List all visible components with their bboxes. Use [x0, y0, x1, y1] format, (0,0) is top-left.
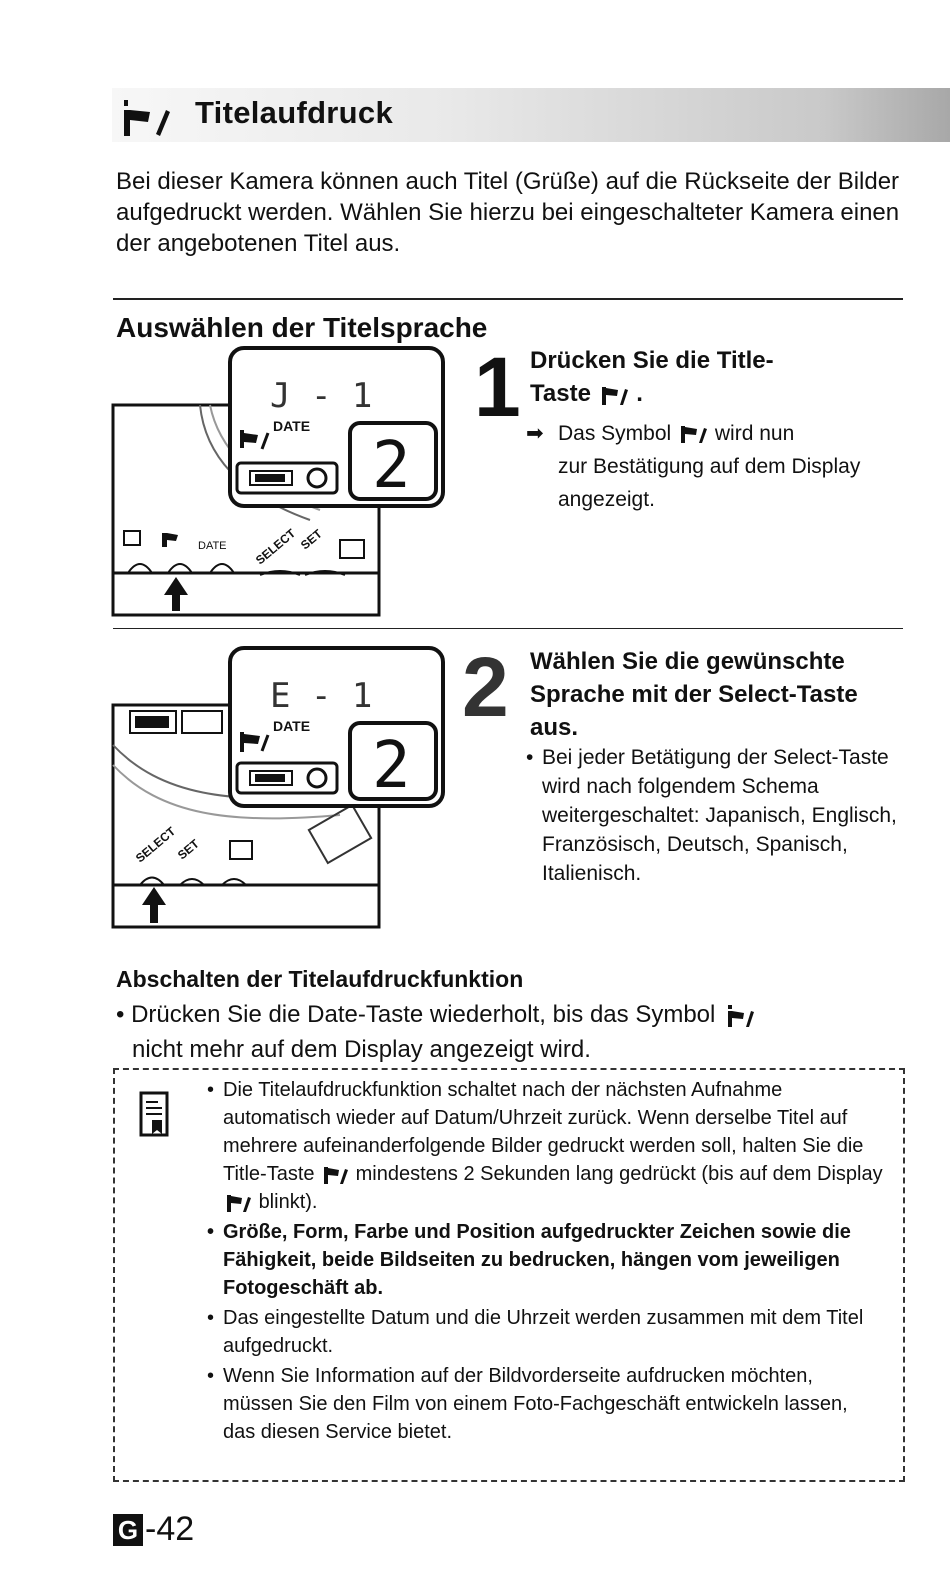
title-flag-icon [324, 1166, 349, 1184]
lcd-date-label: DATE [273, 418, 310, 434]
page-number-text: -42 [145, 1510, 195, 1548]
header-bar [112, 88, 950, 142]
lcd-counter: 2 [372, 429, 411, 503]
divider [113, 628, 903, 629]
intro-paragraph: Bei dieser Kamera können auch Titel (Grü… [116, 168, 900, 257]
notes-box [113, 1068, 905, 1482]
step2-note-text: Bei jeder Betätigung der Select-Taste wi… [542, 746, 897, 885]
page-title: Titelaufdruck [195, 95, 393, 130]
result-arrow-icon: ➡ [526, 422, 544, 445]
step1-title-line2: Taste [530, 380, 591, 407]
step2-note: • Bei jeder Betätigung der Select-Taste … [526, 743, 902, 888]
note-1-c: blinkt). [258, 1191, 318, 1213]
panel-date-label: DATE [198, 540, 227, 552]
title-flag-icon [601, 386, 628, 405]
title-flag-icon [227, 1194, 251, 1212]
off-text-a: • Drücken Sie die Date-Taste wiederholt,… [116, 1001, 716, 1028]
step1-result: ➡ Das Symbol wird nun zur Bestätigung auf… [526, 417, 906, 516]
title-flag-icon [728, 1004, 755, 1027]
lcd-code: J - 1 [270, 376, 372, 416]
step1-result-b: wird nun [714, 422, 795, 445]
title-flag-icon [124, 100, 170, 136]
bullet: • [526, 746, 534, 769]
step2-title: Wählen Sie die gewünschte Sprache mit de… [530, 648, 858, 741]
step-number-2: 2 [462, 640, 509, 734]
notes-list: Die Titelaufdruckfunktion schaltet nach … [205, 1076, 885, 1448]
title-flag-icon [681, 426, 708, 444]
divider [113, 298, 903, 300]
note-item: Größe, Form, Farbe und Position aufgedru… [205, 1218, 885, 1302]
step1-title-line1: Drücken Sie die Title- [530, 347, 774, 374]
off-text: • Drücken Sie die Date-Taste wiederholt,… [116, 997, 916, 1067]
note-1-a: Die Titelaufdruckfunktion schaltet nach … [223, 1079, 864, 1185]
lcd-code: E - 1 [270, 676, 372, 716]
step1-result-a: Das Symbol [558, 422, 672, 445]
step-number-1: 1 [474, 340, 521, 434]
lcd-date-label: DATE [273, 718, 310, 734]
step1-result-rest: zur Bestätigung auf dem Display angezeig… [558, 455, 861, 511]
step1-title: Drücken Sie die Title- Taste . [530, 344, 930, 410]
step2-camera-illustration: SELECT SET E - 1 DATE 2 [111, 646, 445, 929]
page-badge: G [113, 1513, 143, 1546]
note-item: Die Titelaufdruckfunktion schaltet nach … [205, 1076, 885, 1216]
off-text-b: nicht mehr auf dem Display angezeigt wir… [132, 1036, 591, 1063]
note-item: Wenn Sie Information auf der Bildvorders… [205, 1362, 885, 1446]
off-heading: Abschalten der Titelaufdruckfunktion [116, 966, 524, 992]
note-item: Das eingestellte Datum und die Uhrzeit w… [205, 1304, 885, 1360]
lcd-counter: 2 [372, 729, 411, 803]
memo-note-icon [139, 1091, 169, 1137]
step1-camera-illustration: DATE SELECT SET J - 1 DATE 2 [111, 346, 445, 617]
note-1-b: mindestens 2 Sekunden lang gedrückt (bis… [355, 1163, 883, 1185]
step1-title-dot: . [636, 380, 643, 407]
section-heading: Auswählen der Titelsprache [116, 312, 488, 343]
page-number: G-42 [113, 1510, 194, 1549]
